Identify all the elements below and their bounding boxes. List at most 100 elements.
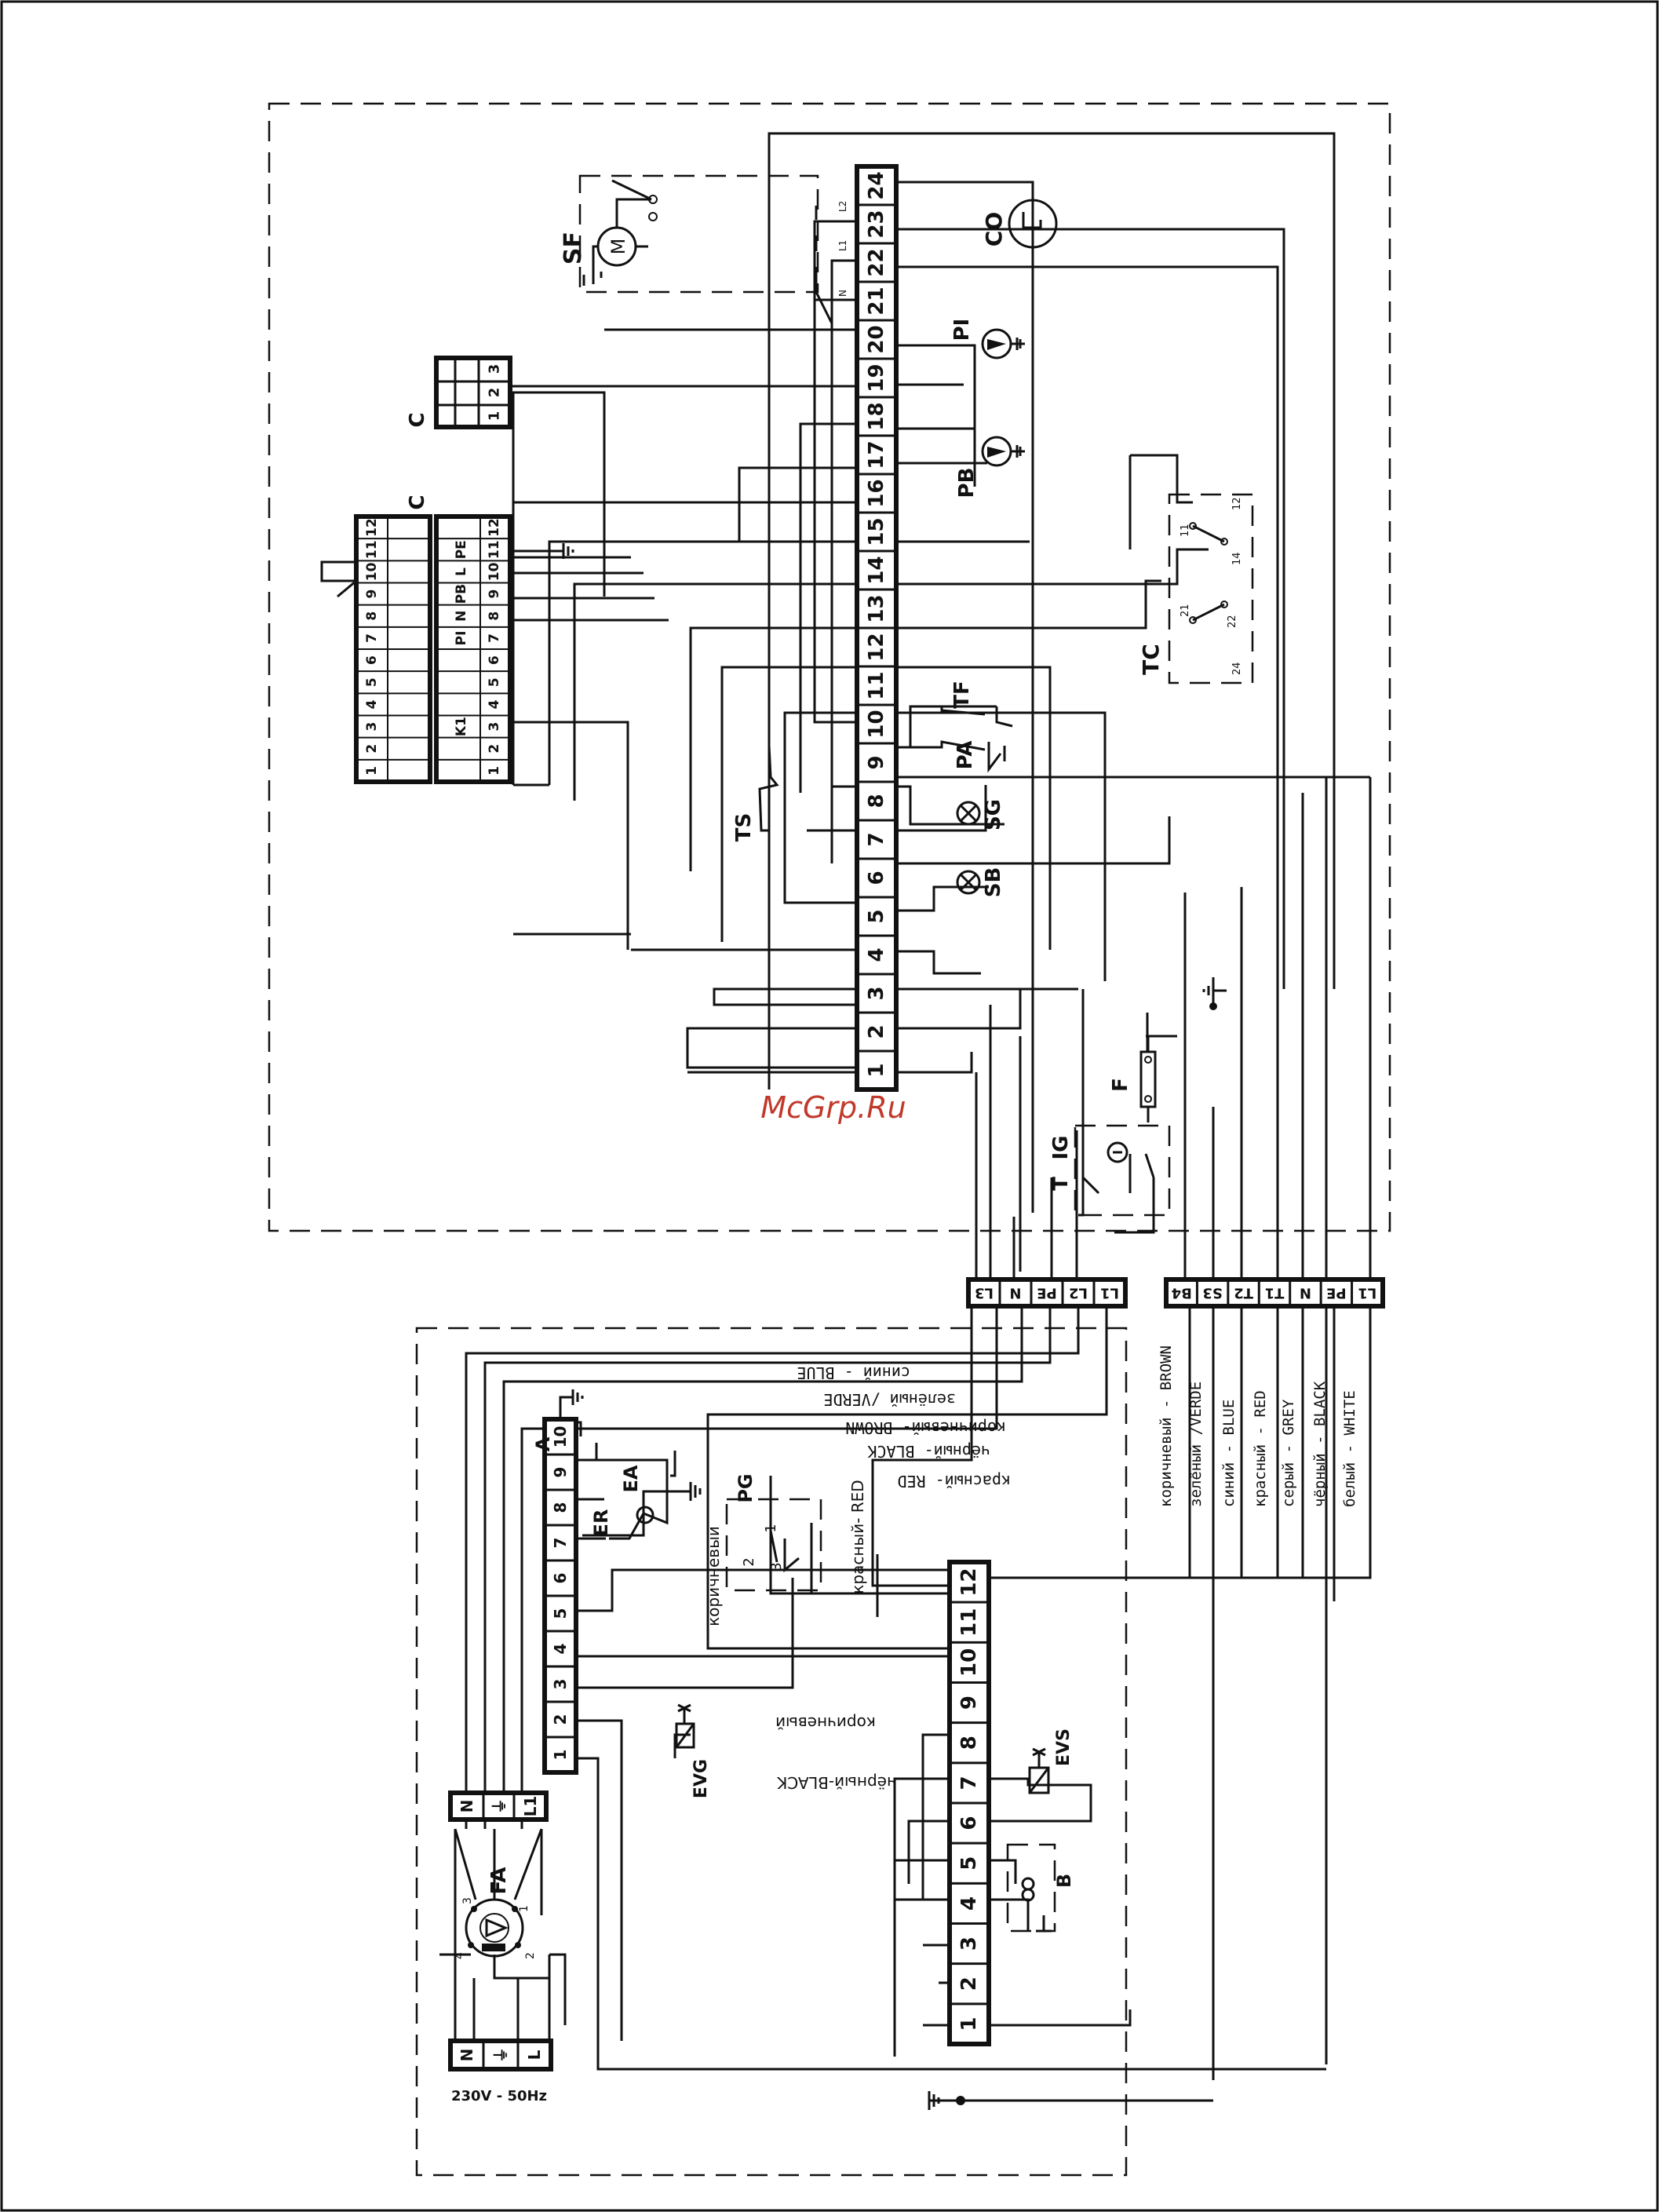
c-big-signal-label: N — [454, 611, 469, 622]
main-terminal-number: 4 — [865, 947, 888, 962]
burner-enclosure — [415, 1327, 1128, 2177]
relay-n: N — [837, 290, 848, 297]
main-terminal-number: 19 — [865, 363, 888, 392]
plug-pin-label: PE — [1037, 1285, 1057, 1301]
right-wire-label: синий - BLUE — [1220, 1400, 1238, 1507]
board-b-number: 6 — [957, 1816, 981, 1831]
watermark: McGrp.Ru — [760, 1090, 906, 1125]
power-plug-frame — [448, 2039, 553, 2071]
c-big-number-right: 8 — [487, 611, 502, 621]
pg-contact-3: 3 — [768, 1562, 785, 1571]
board-b-number: 5 — [957, 1856, 981, 1871]
power-plug: 230V - 50Hz — [448, 2039, 553, 2104]
power-plug-pin: L — [525, 2050, 544, 2060]
power-plug-pins: N⏚L — [458, 2047, 544, 2063]
sb-circle — [956, 870, 981, 895]
sb-lamp: SB — [956, 867, 1005, 898]
pi-pump: PI — [913, 319, 1025, 429]
pg-box — [725, 1498, 822, 1592]
mains-plug-pin: N — [458, 1800, 476, 1813]
right-wire-label: чёрный - BLACK — [1311, 1381, 1329, 1507]
c-big-number-left: 7 — [364, 633, 380, 643]
board-a-number: 1 — [551, 1750, 570, 1761]
sg-circle — [956, 801, 981, 826]
co-label: CO — [981, 212, 1007, 246]
t-label: T — [1049, 1177, 1073, 1191]
relay-l1: L1 — [837, 240, 848, 251]
c-big-number-left: 4 — [364, 699, 380, 709]
c-big-signal-label: PI — [454, 631, 469, 646]
c-big-number-left: 1 — [364, 766, 380, 776]
tc-label: TC — [1138, 644, 1164, 675]
c-big-number-right: 11 — [487, 540, 502, 559]
board-a-number: 9 — [551, 1467, 570, 1478]
main-terminal-number: 17 — [865, 440, 888, 469]
c-big-number-left: 12 — [364, 518, 380, 537]
boiler-enclosure — [268, 102, 1391, 1232]
board-a-number: 2 — [551, 1714, 570, 1725]
board-b-number: 4 — [957, 1896, 981, 1911]
relay-l2: L2 — [837, 201, 848, 212]
c-big-number-right: 4 — [487, 699, 502, 709]
upper-wiring — [505, 132, 1372, 1279]
sb-label: SB — [982, 867, 1005, 898]
relay-labels: L2 L1 N — [815, 201, 848, 324]
ground-symbol-c — [510, 543, 574, 559]
connector-c-big-label: C — [406, 495, 429, 509]
c-big-number-right: 1 — [487, 766, 502, 776]
board-a-number: 8 — [551, 1502, 570, 1513]
pi-label: PI — [950, 319, 974, 341]
er-label: ER — [590, 1509, 612, 1537]
connector-c-small-numbers: 321 — [487, 364, 503, 422]
c-big-number-right: 5 — [487, 677, 502, 687]
main-terminal-number: 16 — [865, 479, 888, 507]
motor-label: M — [607, 239, 629, 255]
sg-label: SG — [982, 799, 1005, 830]
pg-switch: PG 1 2 3 — [725, 1473, 822, 1592]
tc-contact-11: 11 — [1180, 524, 1191, 537]
c-big-signal-label: L — [454, 568, 469, 576]
main-terminal-number: 3 — [865, 986, 888, 1000]
sg-lamp: SG — [956, 799, 1005, 830]
connector-c-small-frame — [434, 356, 512, 429]
mains-plug-pin: L1 — [521, 1796, 540, 1817]
c-big-number-right: 9 — [487, 590, 502, 599]
fa-label: FA — [487, 1867, 511, 1895]
main-terminal-number: 18 — [865, 402, 888, 430]
plug-a — [966, 1277, 1128, 1309]
c-big-number-left: 9 — [364, 590, 380, 599]
main-terminal-number: 5 — [865, 909, 888, 923]
sf-label: SF — [560, 232, 587, 265]
c-big-number-left: 11 — [364, 540, 380, 559]
tc-contact-14: 14 — [1231, 552, 1243, 565]
main-terminal-number: 24 — [865, 171, 888, 199]
main-terminal-number: 21 — [865, 287, 888, 315]
pg-label: PG — [735, 1473, 757, 1502]
plug-pin-label: L1 — [1358, 1285, 1376, 1301]
board-a-number: 10 — [551, 1426, 570, 1448]
c-big-signal-label: PE — [454, 540, 469, 559]
sf-motor: M SF — [560, 179, 658, 286]
c-big-number-right: 6 — [487, 655, 502, 665]
main-terminal-number: 7 — [865, 832, 888, 846]
ig-label: IG — [1049, 1135, 1073, 1159]
ground-symbol-lower — [928, 2091, 965, 2110]
mid-wire-brown-v: коричневый — [704, 1526, 723, 1626]
plug-pin-label: L2 — [1069, 1285, 1088, 1301]
main-terminal-number: 1 — [865, 1063, 888, 1077]
ig-switch: IG T — [1049, 1124, 1171, 1217]
c-big-signal-label: K1 — [454, 717, 469, 736]
tc-contact-24: 24 — [1231, 662, 1243, 675]
pg-contact-1: 1 — [763, 1524, 779, 1532]
c-big-number-left: 8 — [364, 611, 380, 621]
b-box — [1006, 1843, 1056, 1933]
board-b-number: 12 — [957, 1568, 981, 1596]
left-wire-label: красный- RED — [898, 1472, 1012, 1491]
c-big-number-right: 12 — [487, 518, 502, 537]
